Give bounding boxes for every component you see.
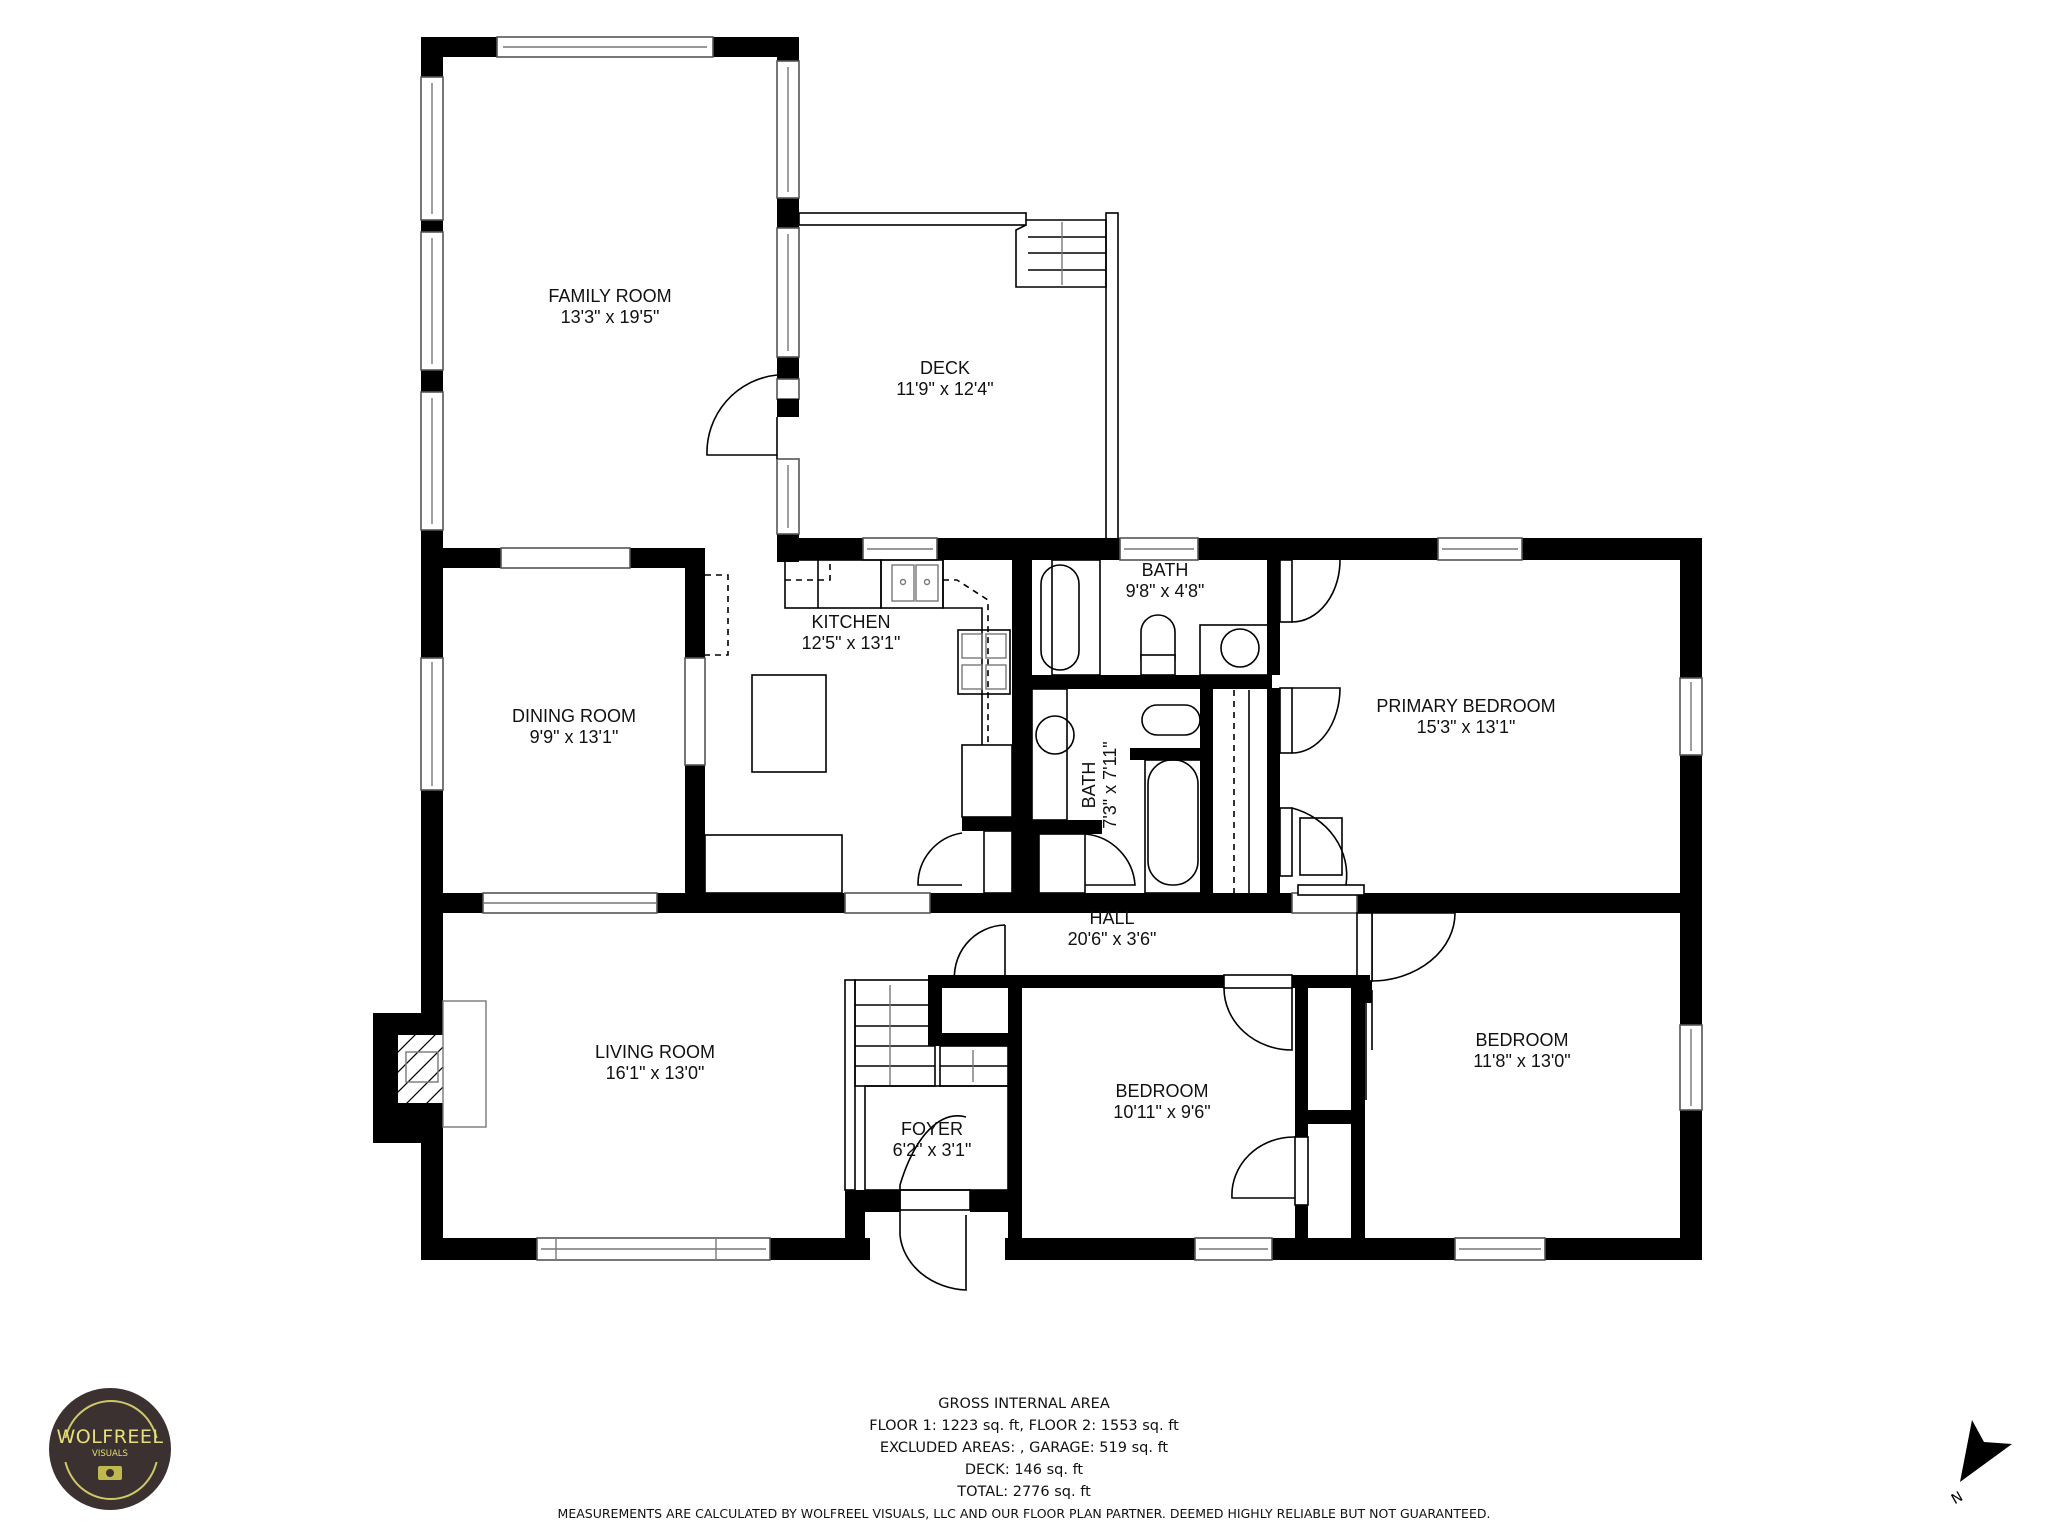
main-walls [373, 538, 1702, 1260]
north-arrow-icon: N [1949, 1420, 2030, 1520]
summary-disclaimer: MEASUREMENTS ARE CALCULATED BY WOLFREEL … [557, 1506, 1491, 1521]
kitchen-fixtures [704, 559, 1032, 894]
hall-dividers [483, 900, 706, 913]
brand-logo: WOLFREEL VISUALS [49, 1388, 171, 1510]
family-room-windows [420, 36, 800, 535]
bath-2-fixtures [1012, 688, 1280, 894]
room-label-deck: DECK 11'9" x 12'4" [896, 358, 994, 399]
lower-walls [845, 975, 1370, 1260]
compass-label: N [1950, 1489, 1966, 1508]
summary-excluded: EXCLUDED AREAS: , GARAGE: 519 sq. ft [879, 1440, 1169, 1456]
bath-1-fixtures [1032, 559, 1280, 689]
room-label-dining-room: DINING ROOM 9'9" x 13'1" [512, 706, 636, 747]
summary-title: GROSS INTERNAL AREA [938, 1396, 1110, 1412]
summary-deck: DECK: 146 sq. ft [964, 1462, 1084, 1478]
primary-bedroom-doors [1279, 557, 1365, 896]
room-label-hall: HALL 20'6" x 3'6" [1067, 908, 1157, 949]
room-label-foyer: FOYER 6'2" x 3'1" [892, 1119, 972, 1160]
room-label-kitchen: KITCHEN 12'5" x 13'1" [801, 612, 901, 653]
fireplace-hatch [398, 1000, 487, 1128]
room-label-primary-bedroom: PRIMARY BEDROOM 15'3" x 13'1" [1376, 696, 1556, 737]
bedroom-1-doors [1223, 974, 1373, 1206]
room-label-family-room: FAMILY ROOM 13'3" x 19'5" [548, 286, 672, 327]
stairs [844, 979, 1009, 1291]
area-summary: GROSS INTERNAL AREA FLOOR 1: 1223 sq. ft… [0, 1393, 2048, 1525]
camera-icon [98, 1466, 122, 1480]
family-room-door-swing [706, 374, 778, 456]
logo-brand-text: WOLFREEL [56, 1426, 164, 1448]
room-label-bath-1: BATH 9'8" x 4'8" [1125, 560, 1205, 601]
summary-total: TOTAL: 2776 sq. ft [957, 1484, 1091, 1500]
hall-doors [953, 912, 1456, 1003]
room-label-living-room: LIVING ROOM 16'1" x 13'0" [594, 1042, 716, 1083]
deck-outline [798, 212, 1119, 544]
summary-floors: FLOOR 1: 1223 sq. ft, FLOOR 2: 1553 sq. … [869, 1418, 1179, 1434]
logo-sub-text: VISUALS [92, 1449, 128, 1459]
room-label-bath-2: BATH 7'3" x 7'11" [1079, 741, 1120, 829]
room-label-bedroom-1: BEDROOM 10'11" x 9'6" [1113, 1081, 1211, 1122]
room-label-bedroom-2: BEDROOM 11'8" x 13'0" [1473, 1030, 1571, 1071]
